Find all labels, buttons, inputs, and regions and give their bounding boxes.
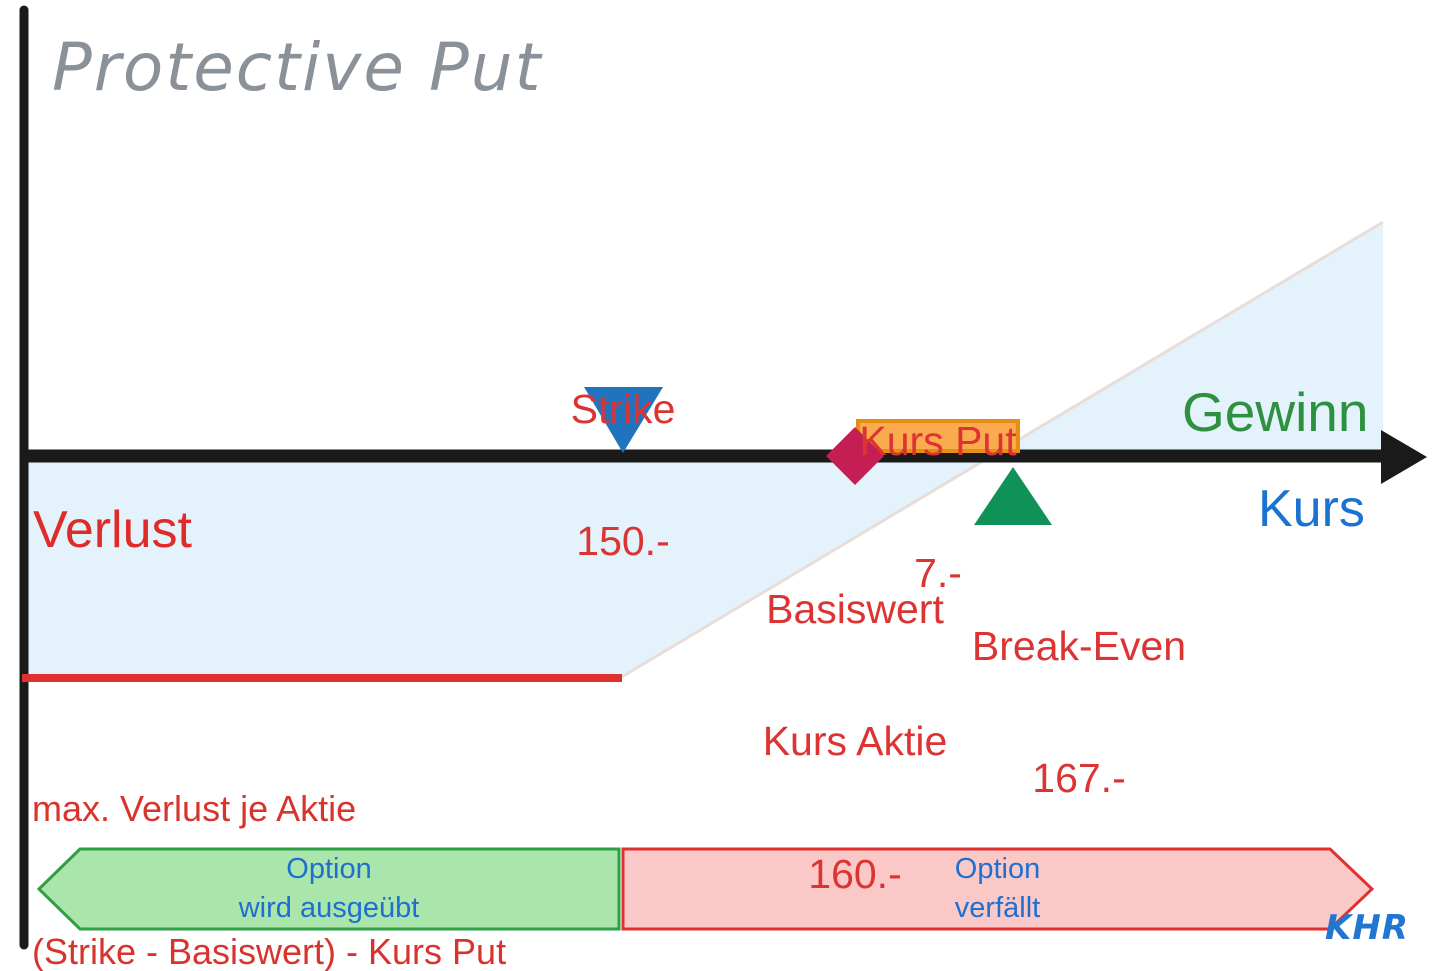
strike-value: 150.- <box>576 518 670 565</box>
strike-label: Strike 150.- <box>523 298 723 652</box>
break-even-label: Break-Even 167.- <box>960 535 1198 889</box>
break-even-value: 167.- <box>1032 755 1126 802</box>
x-axis-label: Kurs <box>1258 480 1365 538</box>
page-title: Protective Put <box>52 29 543 106</box>
orange-bar-icon <box>856 419 1020 453</box>
max-loss-formula: max. Verlust je Aktie (Strike - Basiswer… <box>32 690 506 971</box>
option-exercised-line-1: Option <box>286 853 372 886</box>
option-exercised-label: Option wird ausgeübt <box>39 850 619 927</box>
underlying-label: Basiswert Kurs Aktie 160.- <box>756 498 954 971</box>
max-loss-line-1: max. Verlust je Aktie <box>32 788 357 830</box>
put-price-value: 7.- <box>914 550 962 597</box>
underlying-subtitle: Kurs Aktie <box>762 718 948 765</box>
option-expires-line-1: Option <box>954 853 1041 886</box>
option-expires-label-wrap: Option verfällt <box>623 849 1372 929</box>
down-triangle-icon <box>584 387 663 453</box>
profit-region-label: Gewinn <box>1182 381 1369 443</box>
put-price-label: Kurs Put 7.- <box>838 330 1038 684</box>
payoff-area-fill <box>24 222 1383 678</box>
underlying-name: Basiswert <box>766 585 944 632</box>
option-expires-bar[interactable] <box>621 847 1375 931</box>
x-axis-arrowhead-icon <box>1381 430 1427 484</box>
strike-name: Strike <box>570 385 676 432</box>
option-expires-line-2: verfällt <box>954 892 1041 924</box>
diamond-icon <box>826 427 884 485</box>
underlying-value: 160.- <box>808 851 902 898</box>
option-exercised-bar[interactable] <box>36 847 621 931</box>
author-signature: KHR <box>1325 908 1409 948</box>
break-even-name: Break-Even <box>971 622 1187 669</box>
loss-region-label: Verlust <box>33 501 192 559</box>
put-price-name: Kurs Put <box>859 417 1017 464</box>
option-exercised-label-wrap: Option wird ausgeübt <box>39 849 619 929</box>
up-triangle-icon <box>974 467 1052 525</box>
option-expires-label: Option verfällt <box>623 850 1372 927</box>
option-exercised-line-2: wird ausgeübt <box>238 892 420 924</box>
max-loss-line-2: (Strike - Basiswert) - Kurs Put <box>32 930 507 971</box>
